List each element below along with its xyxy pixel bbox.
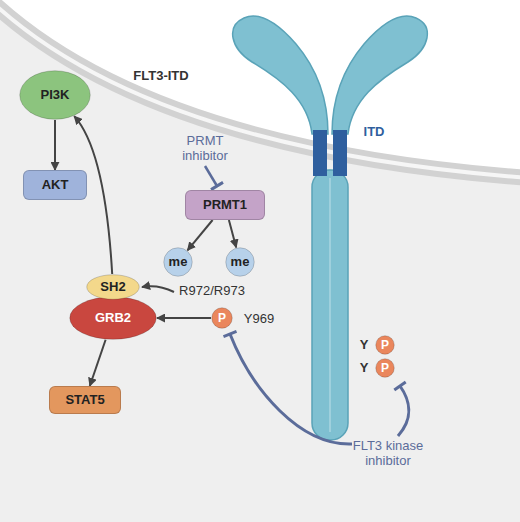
- receptor-tail: [312, 170, 348, 440]
- node-text: PI3K: [41, 88, 70, 102]
- node-text: P: [218, 311, 226, 325]
- node-text: GRB2: [95, 311, 131, 325]
- signal-arrow: [90, 340, 106, 386]
- itd-segment: [313, 130, 327, 176]
- residue-name: Y: [357, 337, 371, 352]
- enzyme-box: PRMT1: [185, 190, 265, 220]
- node-fill: [376, 336, 395, 355]
- node-text: PRMT1: [203, 198, 247, 212]
- receptor-arm: [233, 16, 328, 134]
- inhibition-bar: [230, 334, 352, 444]
- inhibitor-name: FLT3 kinase inhibitor: [340, 438, 436, 468]
- receptor-name: FLT3-ITD: [116, 68, 206, 83]
- node-text: P: [381, 338, 389, 352]
- receptor-arm: [332, 16, 427, 134]
- transcription-box: STAT5: [49, 386, 121, 414]
- node-fill: [70, 297, 157, 340]
- methylation-arrow: [142, 286, 174, 292]
- node-fill: [376, 359, 395, 378]
- node-text: me: [231, 255, 250, 269]
- residue-name: Y969: [236, 311, 282, 326]
- node-text: me: [169, 255, 188, 269]
- node-text: SH2: [100, 280, 125, 294]
- signal-arrow: [229, 220, 236, 248]
- kinase-ellipse: PI3K: [19, 70, 91, 120]
- effector-box: AKT: [23, 170, 87, 200]
- phospho-circle: P: [211, 307, 233, 329]
- receptor-groove: [329, 178, 331, 432]
- node-text: STAT5: [65, 393, 104, 407]
- methyl-circle: me: [163, 247, 193, 277]
- inhibition-bar: [205, 166, 217, 186]
- domain-ellipse: SH2: [86, 274, 140, 300]
- phospho-circle: P: [375, 335, 395, 355]
- node-fill: [212, 308, 233, 329]
- membrane-core: [0, 0, 520, 178]
- inhibition-bar: [398, 386, 409, 436]
- signal-arrow: [188, 220, 213, 250]
- node-text: P: [381, 361, 389, 375]
- adaptor-ellipse: GRB2: [69, 296, 157, 340]
- node-text: AKT: [42, 178, 69, 192]
- methyl-circle: me: [225, 247, 255, 277]
- phospho-circle: P: [375, 358, 395, 378]
- node-fill: [87, 275, 140, 300]
- residue-name: Y: [357, 360, 371, 375]
- cell-membrane: [0, 0, 520, 178]
- domain-name: ITD: [354, 124, 394, 139]
- signal-arrow: [54, 120, 56, 170]
- node-fill: [20, 71, 91, 120]
- itd-segment: [333, 130, 347, 176]
- node-fill: [164, 248, 193, 277]
- residue-name: R972/R973: [172, 283, 252, 298]
- inhibitor-name: PRMT inhibitor: [165, 133, 245, 163]
- signal-arrow: [157, 317, 211, 319]
- node-fill: [226, 248, 255, 277]
